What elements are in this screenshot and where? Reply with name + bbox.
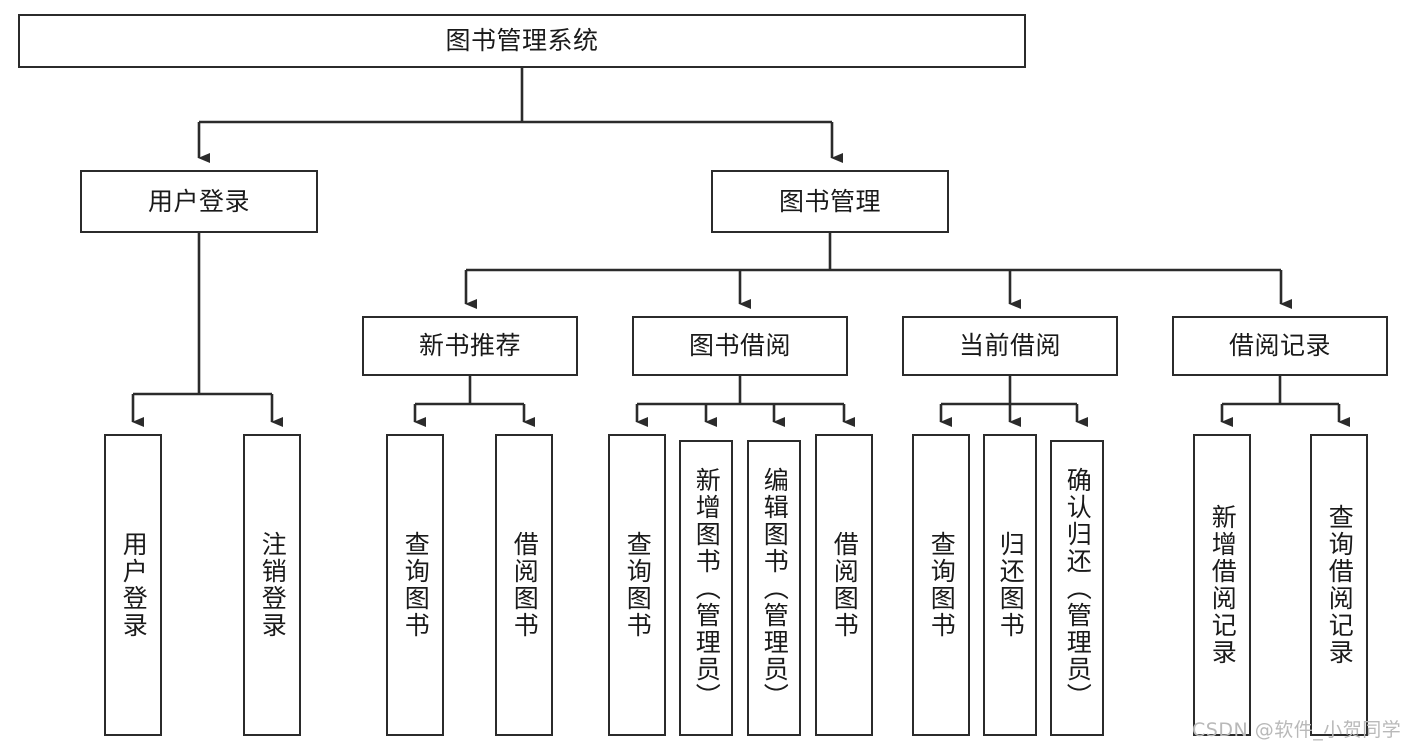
leaf-add-book-admin[interactable]: 新增图书（管理员） xyxy=(679,440,733,736)
node-label: 图书管理 xyxy=(778,186,881,216)
leaf-logout[interactable]: 注销登录 xyxy=(243,434,301,736)
node-label: 新增借阅记录 xyxy=(1208,504,1238,666)
node-root-book-management-system[interactable]: 图书管理系统 xyxy=(18,14,1026,68)
node-label: 归还图书 xyxy=(996,531,1026,639)
node-book-management[interactable]: 图书管理 xyxy=(711,170,949,233)
leaf-borrow-books-borrowing[interactable]: 借阅图书 xyxy=(815,434,873,736)
node-book-borrowing[interactable]: 图书借阅 xyxy=(632,316,848,376)
leaf-confirm-return-admin[interactable]: 确认归还（管理员） xyxy=(1050,440,1104,736)
leaf-add-borrow-record[interactable]: 新增借阅记录 xyxy=(1193,434,1251,736)
node-label: 用户登录 xyxy=(119,531,149,639)
node-label: 当前借阅 xyxy=(958,331,1061,361)
leaf-edit-book-admin[interactable]: 编辑图书（管理员） xyxy=(747,440,801,736)
leaf-query-books-current[interactable]: 查询图书 xyxy=(912,434,970,736)
node-new-book-recommendation[interactable]: 新书推荐 xyxy=(362,316,578,376)
leaf-user-login[interactable]: 用户登录 xyxy=(104,434,162,736)
node-label: 查询图书 xyxy=(401,531,431,639)
leaf-query-books-borrowing[interactable]: 查询图书 xyxy=(608,434,666,736)
node-label: 图书管理系统 xyxy=(445,26,599,56)
node-label: 借阅记录 xyxy=(1228,331,1331,361)
node-label: 编辑图书（管理员） xyxy=(760,466,790,710)
node-label: 图书借阅 xyxy=(688,331,791,361)
leaf-query-borrow-record[interactable]: 查询借阅记录 xyxy=(1310,434,1368,736)
node-user-login[interactable]: 用户登录 xyxy=(80,170,318,233)
leaf-borrow-books-recommendation[interactable]: 借阅图书 xyxy=(495,434,553,736)
csdn-watermark: CSDN @软件_小贺同学 xyxy=(1192,719,1402,741)
node-label: 新增图书（管理员） xyxy=(692,466,722,710)
node-label: 用户登录 xyxy=(147,186,250,216)
node-label: 注销登录 xyxy=(258,531,288,639)
leaf-query-books-recommendation[interactable]: 查询图书 xyxy=(386,434,444,736)
node-label: 确认归还（管理员） xyxy=(1063,466,1093,710)
node-label: 借阅图书 xyxy=(830,531,860,639)
node-current-borrowing[interactable]: 当前借阅 xyxy=(902,316,1118,376)
node-label: 借阅图书 xyxy=(510,531,540,639)
node-label: 查询图书 xyxy=(623,531,653,639)
leaf-return-books[interactable]: 归还图书 xyxy=(983,434,1037,736)
node-label: 查询借阅记录 xyxy=(1325,504,1355,666)
node-label: 新书推荐 xyxy=(418,331,521,361)
node-borrow-records[interactable]: 借阅记录 xyxy=(1172,316,1388,376)
node-label: 查询图书 xyxy=(927,531,957,639)
